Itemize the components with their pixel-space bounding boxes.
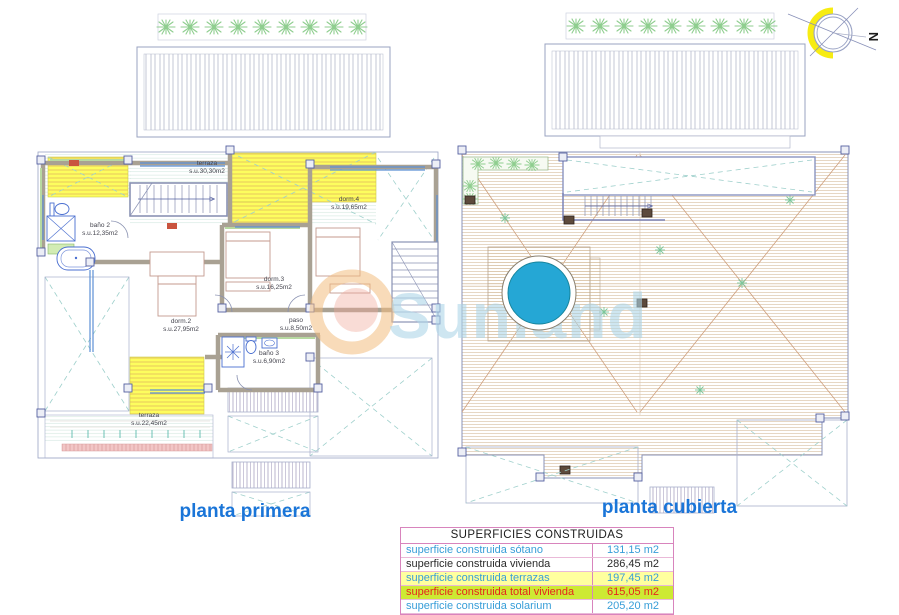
plants-row-icon: [156, 13, 368, 41]
floorplan-sheet: { "watermark": { "brand_text": "Sunland"…: [36, 7, 881, 615]
plan-title-cubierta: planta cubierta: [601, 497, 738, 518]
pergola-icon: [544, 43, 806, 149]
bathroom2-fixtures: [46, 202, 96, 271]
north-label: N: [866, 32, 881, 41]
terrace-diagonals: [44, 151, 435, 517]
plan-primera-group: [36, 13, 441, 517]
pool-icon: [501, 255, 577, 331]
lower-terraces: [465, 419, 848, 514]
watermark-logo-icon: [309, 269, 395, 355]
roof-body: [461, 151, 849, 479]
room-label-terraza-top: terraza s.u.30,30m2: [189, 160, 225, 176]
north-compass-icon: N: [787, 7, 881, 59]
bathroom3-fixtures: [221, 336, 278, 368]
table-row-terrazas: superficie construida terrazas 197,45 m2: [401, 572, 673, 586]
surfaces-table-title: SUPERFICIES CONSTRUIDAS: [401, 528, 673, 544]
stairs-secondary-icon: [391, 241, 439, 323]
room-label-bano3: baño 3 s.u.6,90m2: [252, 350, 286, 366]
floorplan-drawing: Sunland N: [36, 7, 881, 517]
pergola-icon: [136, 46, 391, 138]
table-row-sotano: superficie construida sótano 131,15 m2: [401, 544, 673, 558]
plan-cubierta-group: [457, 12, 850, 514]
room-label-terraza-bottom: terraza s.u.22,45m2: [131, 412, 167, 428]
roof-stairs-icon: [562, 193, 665, 221]
room-label-dorm2: dorm.2 s.u.27,95m2: [163, 318, 199, 334]
surfaces-table: SUPERFICIES CONSTRUIDAS superficie const…: [400, 527, 674, 615]
door-arcs: [110, 220, 306, 391]
windows: [42, 162, 438, 394]
furniture: [149, 227, 371, 317]
table-row-total-vivienda: superficie construida total vivienda 615…: [401, 586, 673, 600]
room-label-bano2: baño 2 s.u.12,35m2: [82, 222, 118, 238]
table-row-vivienda: superficie construida vivienda 286,45 m2: [401, 558, 673, 572]
roof-terrace-box: [562, 156, 816, 196]
yellow-terraces: [47, 152, 377, 415]
stairs-icon: [129, 182, 228, 217]
plan-title-primera: planta primera: [179, 501, 311, 522]
plants-row-icon: [565, 12, 778, 40]
table-row-solarium: superficie construida solarium 205,20 m2: [401, 600, 673, 614]
room-label-dorm3: dorm.3 s.u.16,25m2: [256, 276, 292, 292]
roof-planter: [462, 156, 549, 206]
room-label-dorm4: dorm.4 s.u.19,65m2: [331, 196, 367, 212]
room-label-paso: paso s.u.8,50m2: [279, 317, 313, 333]
railing-strip: [44, 414, 214, 459]
